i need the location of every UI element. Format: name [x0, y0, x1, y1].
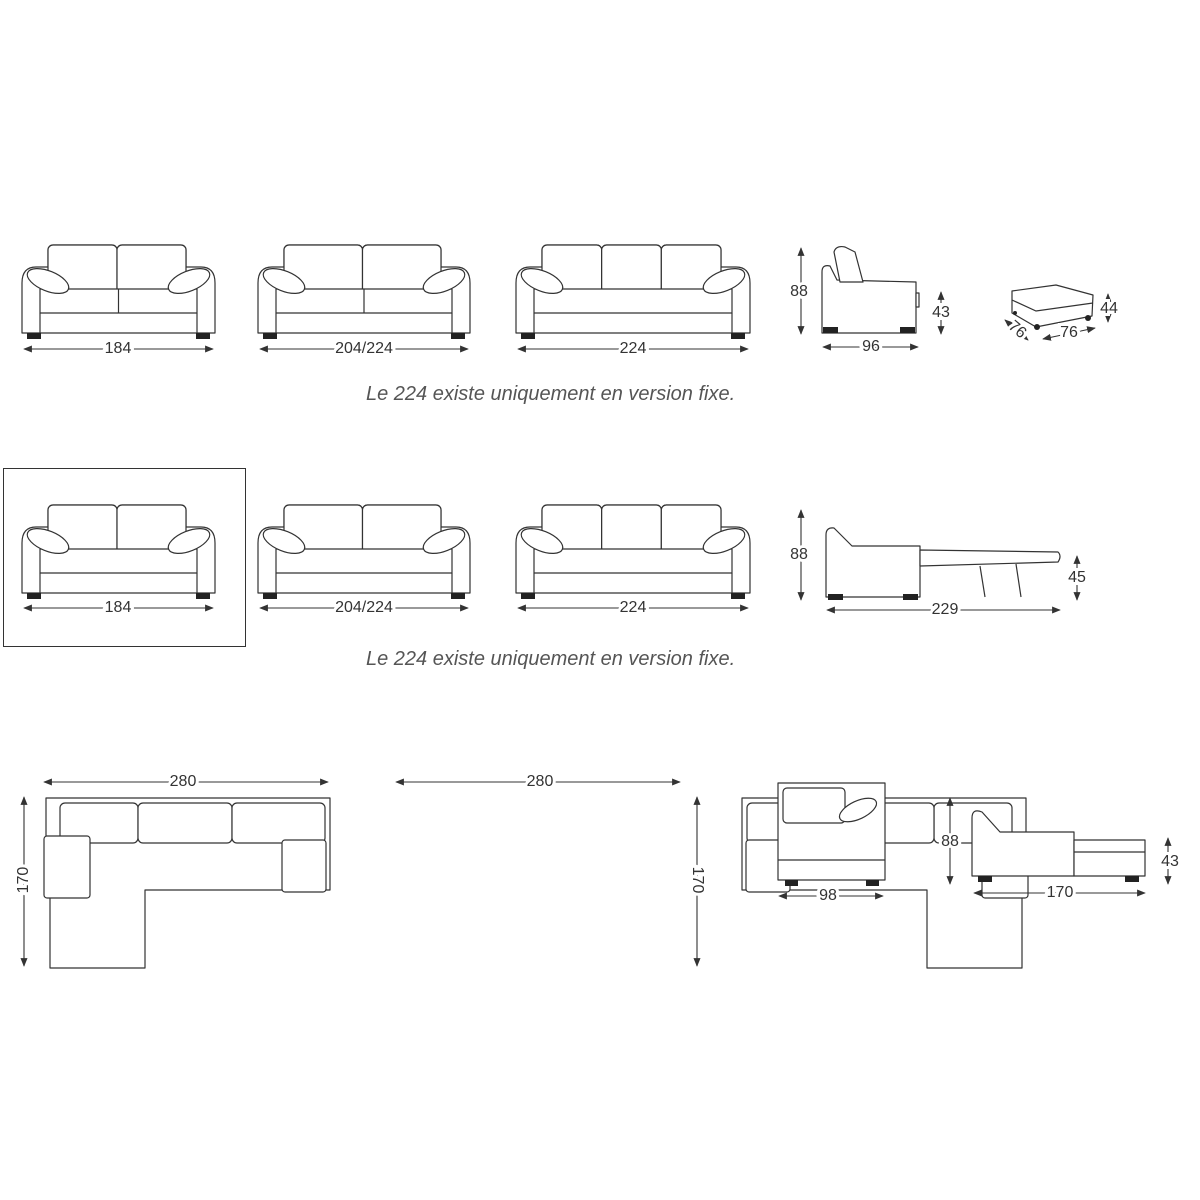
- selected-variant-frame: [3, 468, 246, 647]
- arm-pillow: [167, 267, 211, 295]
- dim-label: 224: [620, 340, 647, 357]
- chaise-body: [971, 810, 1075, 877]
- seat-cushion: [533, 548, 733, 574]
- seat-cushion: [533, 288, 733, 314]
- throw-pillow: [43, 835, 91, 899]
- seat-cushion: [275, 548, 453, 574]
- foot: [1034, 324, 1040, 330]
- dim-label: 43: [1161, 853, 1179, 870]
- foot: [903, 594, 918, 600]
- foot: [263, 593, 277, 599]
- side-view-sofa: [821, 245, 920, 334]
- foot: [521, 593, 535, 599]
- foot: [1125, 876, 1139, 882]
- ottoman: [1011, 284, 1094, 330]
- back-cushion: [601, 504, 662, 554]
- bed-sofa-body: [825, 527, 921, 598]
- dim-label: 98: [819, 887, 837, 904]
- module-armchair: [777, 782, 886, 886]
- front-view-sofa: [257, 504, 471, 599]
- foot: [1013, 311, 1017, 315]
- side-body: [821, 265, 917, 334]
- chaise-side-view: [971, 810, 1146, 882]
- dim-label: 184: [105, 599, 132, 616]
- foot: [731, 593, 745, 599]
- foot: [263, 333, 277, 339]
- dim-label: 170: [15, 867, 32, 894]
- dim-label: 76: [1060, 324, 1078, 341]
- front-view-sofa: [515, 244, 751, 339]
- dim-label: 43: [932, 304, 950, 321]
- arm-pillow: [520, 267, 564, 295]
- back-cushion: [137, 802, 233, 844]
- dim-label: 170: [1047, 884, 1074, 901]
- arm-pillow: [702, 527, 746, 555]
- front-view-sofa: [257, 244, 471, 339]
- corner-sofa-top-view: [43, 797, 331, 969]
- side-handle: [915, 292, 920, 308]
- ottoman-seam: [1011, 299, 1094, 312]
- arm-pillow: [262, 527, 306, 555]
- dim-label: 280: [170, 773, 197, 790]
- sofa-bed-side-view: [825, 527, 1061, 600]
- dim-label: 44: [1100, 300, 1118, 317]
- bed-leg: [1015, 563, 1022, 598]
- dim-label: 184: [105, 340, 132, 357]
- dim-label: 204/224: [335, 599, 393, 616]
- caption-row2: Le 224 existe uniquement en version fixe…: [366, 648, 736, 670]
- foot: [451, 333, 465, 339]
- foot: [196, 593, 210, 599]
- front-view-sofa: [21, 504, 216, 599]
- arm-pillow: [167, 527, 211, 555]
- dim-line-76-width: [1042, 326, 1096, 341]
- arm-pillow: [838, 797, 878, 823]
- foot: [27, 593, 41, 599]
- bed-leg: [979, 565, 986, 598]
- arm-pillow: [422, 527, 466, 555]
- ottoman-body: [1011, 284, 1094, 328]
- foot: [451, 593, 465, 599]
- foot: [823, 327, 838, 333]
- dim-label: 170: [689, 867, 706, 894]
- foot: [1085, 315, 1091, 321]
- arm-pillow: [702, 267, 746, 295]
- dim-label: 280: [527, 773, 554, 790]
- foot: [27, 333, 41, 339]
- dim-label: 204/224: [335, 340, 393, 357]
- chaise-extension: [1073, 839, 1146, 877]
- foot: [866, 880, 879, 886]
- seat-cushion: [39, 548, 198, 574]
- caption-row1: Le 224 existe uniquement en version fixe…: [366, 383, 736, 405]
- dim-label: 88: [941, 833, 959, 850]
- front-view-sofa: [515, 504, 751, 599]
- foot: [521, 333, 535, 339]
- foot: [900, 327, 915, 333]
- dim-label: 45: [1068, 569, 1086, 586]
- arm-pillow: [262, 267, 306, 295]
- dim-label: 88: [790, 283, 808, 300]
- arm-pillow: [26, 527, 70, 555]
- side-back-cushion: [833, 245, 864, 283]
- front-view-sofa: [21, 244, 216, 339]
- dim-label: 224: [620, 599, 647, 616]
- bed-mattress: [919, 549, 1061, 567]
- throw-pillow: [281, 839, 327, 893]
- dim-label: 229: [932, 601, 959, 618]
- foot: [731, 333, 745, 339]
- back-cushion: [231, 802, 326, 844]
- back-cushion: [601, 244, 662, 294]
- foot: [978, 876, 992, 882]
- back-cushion: [782, 787, 846, 824]
- dim-line-76-depth: [1004, 319, 1029, 341]
- foot: [196, 333, 210, 339]
- arm-pillow: [26, 267, 70, 295]
- arm-pillow: [422, 267, 466, 295]
- foot: [785, 880, 798, 886]
- dim-label: 96: [862, 338, 880, 355]
- arm-pillow: [520, 527, 564, 555]
- foot: [828, 594, 843, 600]
- dim-label: 88: [790, 546, 808, 563]
